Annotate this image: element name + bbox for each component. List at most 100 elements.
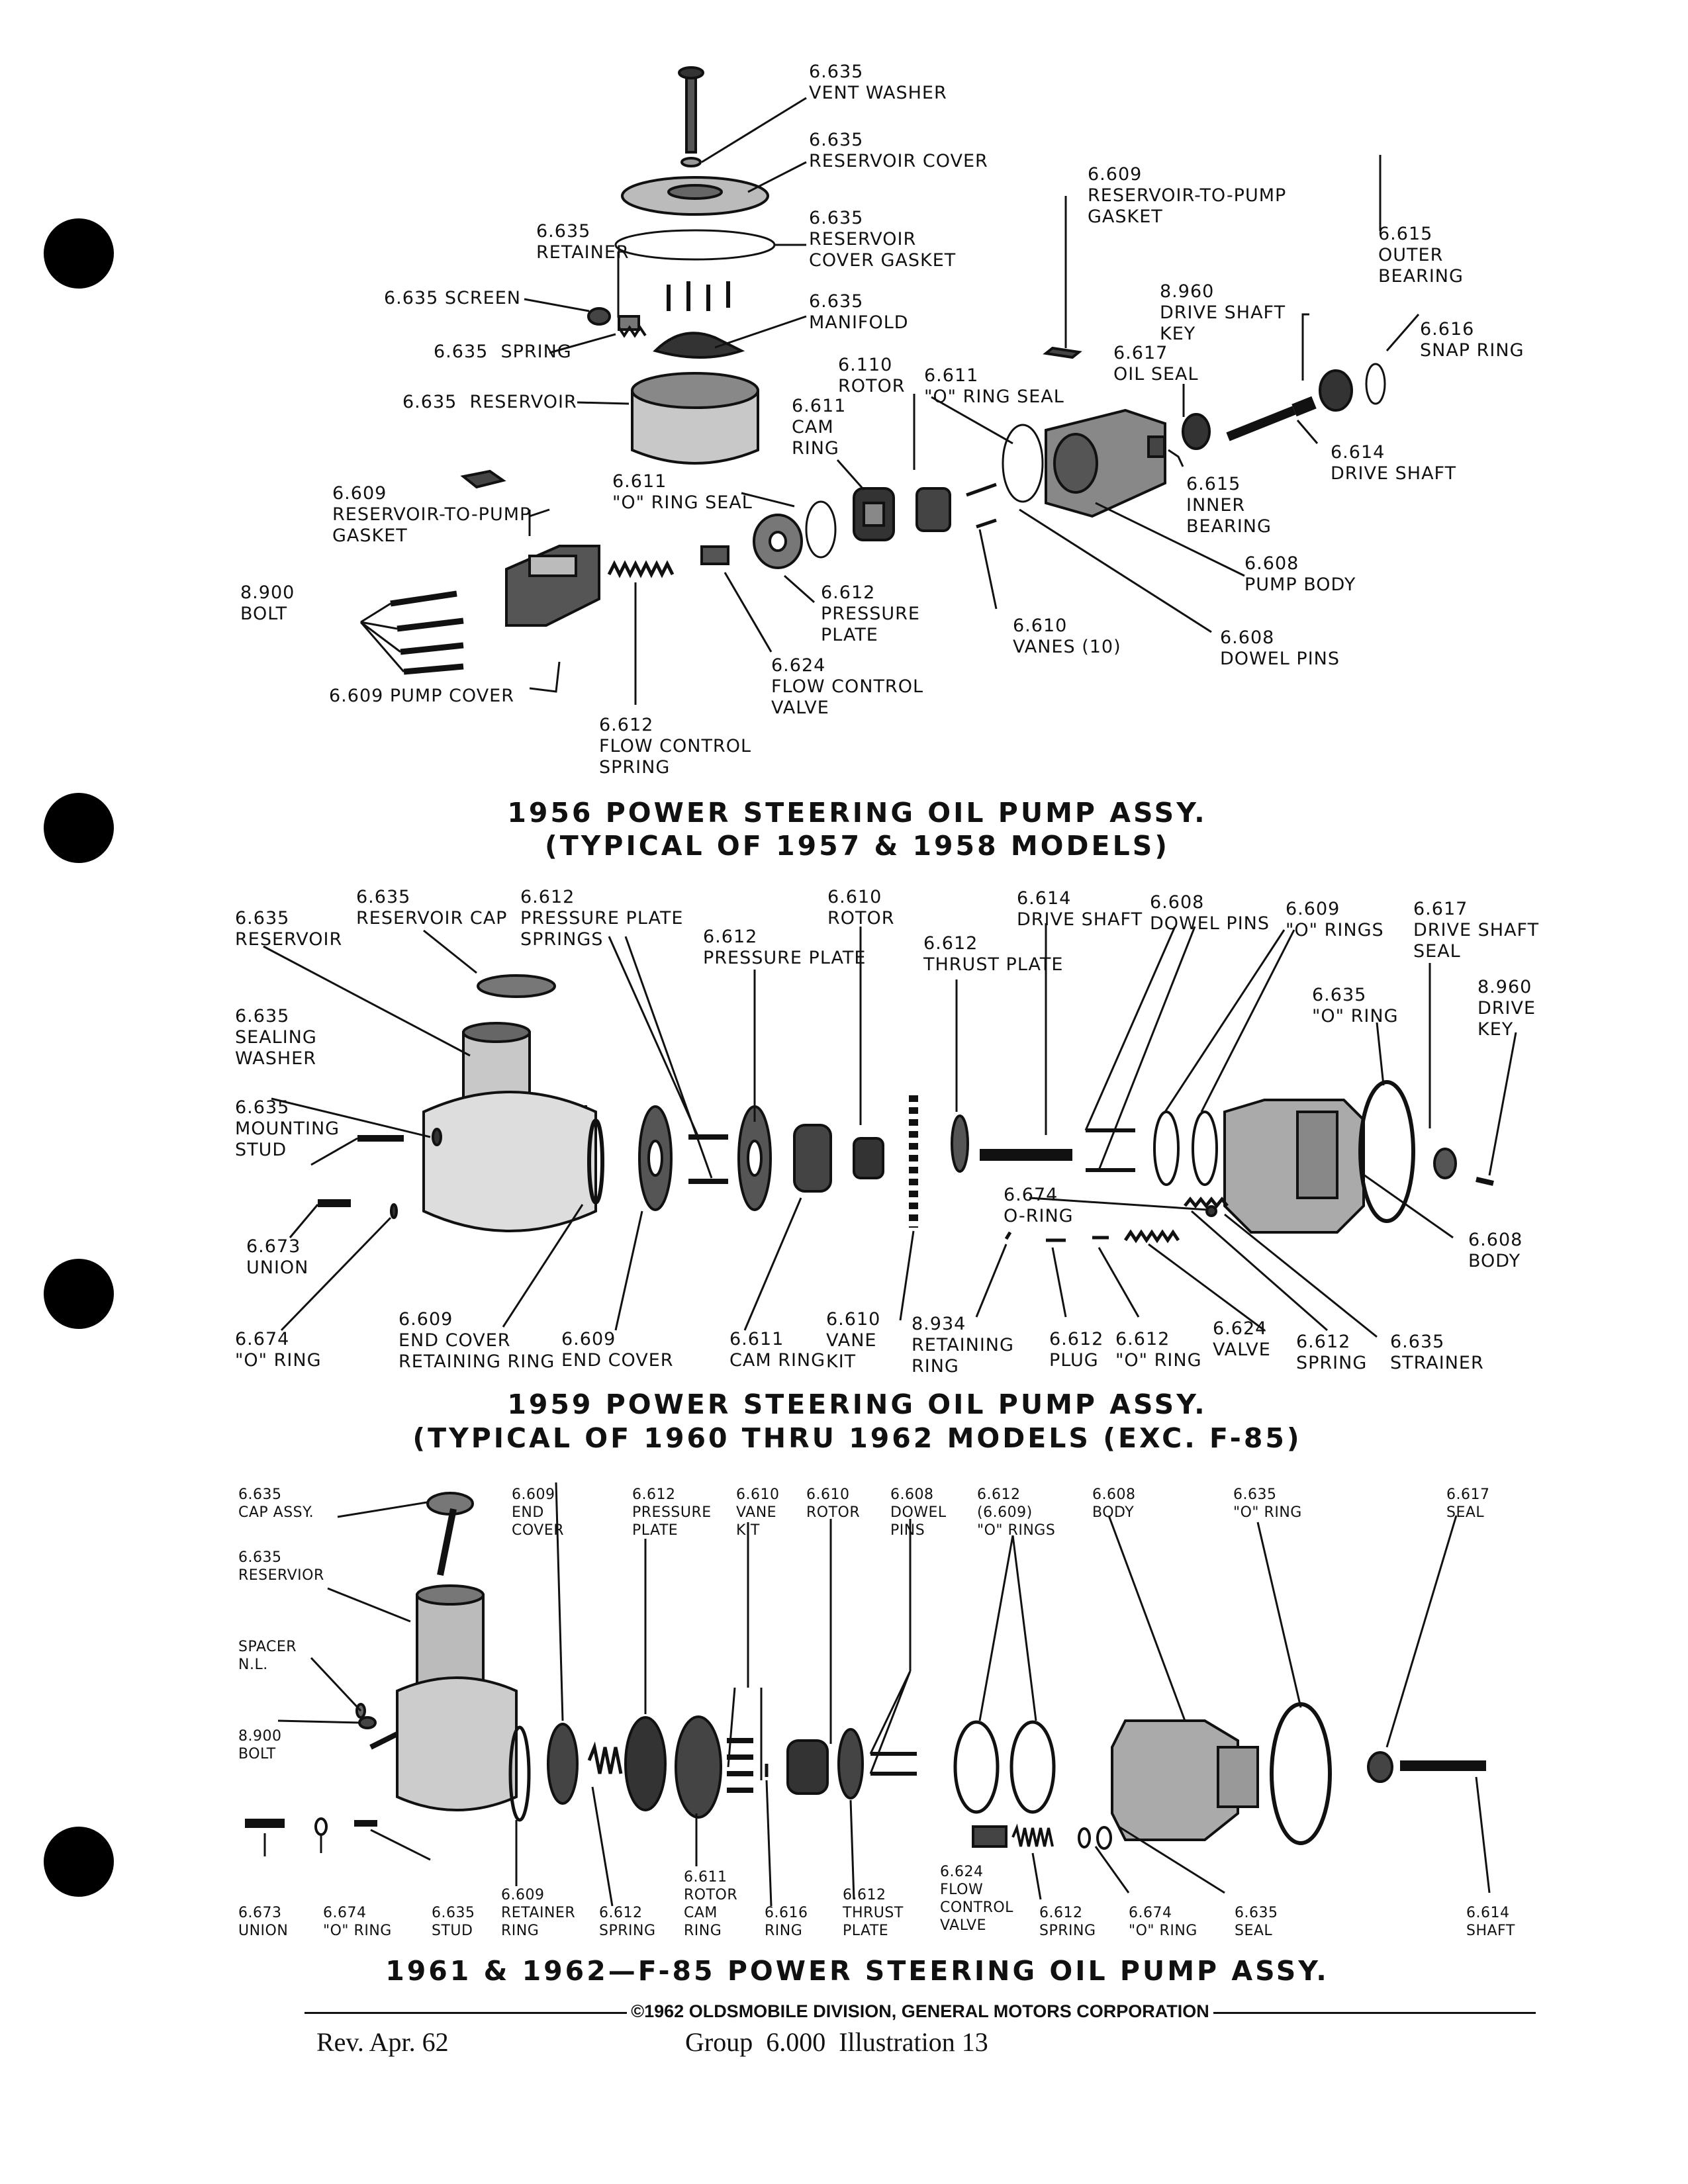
footer-revision: Rev. Apr. 62 bbox=[316, 2027, 449, 2057]
fig2-leaders bbox=[263, 923, 1517, 1338]
label-dowel-pins: 6.608 DOWEL PINS bbox=[890, 1486, 947, 1539]
copyright-line: ©1962 OLDSMOBILE DIVISION, GENERAL MOTOR… bbox=[305, 1999, 1536, 2025]
label-thrust-plate: 6.612 THRUST PLATE bbox=[923, 933, 1064, 975]
fig3-leaders bbox=[263, 1482, 1491, 1907]
label-stud: 6.635 STUD bbox=[432, 1905, 475, 1939]
label-reservoir-cap: 6.635 RESERVOIR CAP bbox=[356, 887, 508, 929]
label-body: 6.608 BODY bbox=[1092, 1486, 1136, 1521]
label-o-ring-612: 6.612 "O" RING bbox=[1115, 1329, 1202, 1371]
label-flow-control-spring: 6.612 FLOW CONTROL SPRING bbox=[599, 715, 751, 778]
label-cam-ring: 6.611 CAM RING bbox=[792, 396, 847, 459]
label-valve: 6.624 VALVE bbox=[1213, 1318, 1271, 1360]
label-o-ring-635: 6.635 "O" RING bbox=[1233, 1486, 1302, 1521]
label-retainer: 6.635 RETAINER bbox=[536, 221, 630, 263]
label-ring-616: 6.616 RING bbox=[765, 1905, 808, 1939]
label-strainer: 6.635 STRAINER bbox=[1390, 1332, 1484, 1373]
label-cap-assy: 6.635 CAP ASSY. bbox=[238, 1486, 314, 1521]
fig1-title-line2: (TYPICAL OF 1957 & 1958 MODELS) bbox=[545, 830, 1170, 862]
label-vane-kit: 6.610 VANE KIT bbox=[736, 1486, 780, 1539]
label-bolt: 8.900 BOLT bbox=[238, 1728, 282, 1762]
label-pump-body: 6.608 PUMP BODY bbox=[1244, 553, 1356, 595]
binder-hole bbox=[44, 793, 114, 863]
label-o-ring-674: 6.674 "O" RING bbox=[235, 1329, 322, 1371]
label-union: 6.673 UNION bbox=[238, 1905, 289, 1939]
label-o-ring-635: 6.635 "O" RING bbox=[1312, 985, 1399, 1026]
label-outer-bearing: 6.615 OUTER BEARING bbox=[1378, 224, 1464, 287]
label-pressure-plate-springs: 6.612 PRESSURE PLATE SPRINGS bbox=[520, 887, 684, 950]
label-spring: 6.635 SPRING bbox=[434, 341, 572, 362]
label-end-cover-retaining-ring: 6.609 END COVER RETAINING RING bbox=[399, 1309, 555, 1372]
label-manifold: 6.635 MANIFOLD bbox=[809, 291, 909, 333]
fig1-parts bbox=[390, 66, 1386, 675]
label-rotor: 6.110 ROTOR bbox=[838, 355, 906, 396]
label-sealing-washer: 6.635 SEALING WASHER bbox=[235, 1006, 317, 1069]
label-oil-seal: 6.617 OIL SEAL bbox=[1113, 343, 1199, 385]
label-reservoir-to-pump-gasket-left: 6.609 RESERVOIR-TO-PUMP GASKET bbox=[332, 483, 532, 546]
label-drive-shaft: 6.614 DRIVE SHAFT bbox=[1331, 442, 1457, 484]
label-reservoir: 6.635 RESERVOIR bbox=[402, 392, 577, 412]
label-shaft: 6.614 SHAFT bbox=[1466, 1905, 1515, 1939]
label-o-ring-674-left: 6.674 "O" RING bbox=[323, 1905, 392, 1939]
binder-hole bbox=[44, 218, 114, 289]
label-body: 6.608 BODY bbox=[1468, 1230, 1523, 1271]
label-seal-635: 6.635 SEAL bbox=[1235, 1905, 1278, 1939]
label-mounting-stud: 6.635 MOUNTING STUD bbox=[235, 1097, 340, 1160]
fig3-parts bbox=[245, 1492, 1486, 1850]
fig1-title-line1: 1956 POWER STEERING OIL PUMP ASSY. bbox=[507, 797, 1207, 829]
label-pressure-plate: 6.612 PRESSURE PLATE bbox=[821, 582, 920, 645]
label-o-rings: 6.612 (6.609) "O" RINGS bbox=[977, 1486, 1056, 1539]
label-drive-key: 8.960 DRIVE KEY bbox=[1477, 977, 1536, 1040]
label-q-ring-seal: 6.611 "Q" RING SEAL bbox=[924, 365, 1064, 407]
label-vent-washer: 6.635 VENT WASHER bbox=[809, 62, 947, 103]
fig1-leaders bbox=[359, 97, 1420, 705]
label-pump-cover: 6.609 PUMP COVER bbox=[329, 686, 515, 706]
label-cam-ring: 6.611 CAM RING bbox=[729, 1329, 826, 1371]
label-thrust-plate: 6.612 THRUST PLATE bbox=[843, 1887, 904, 1939]
label-rotor: 6.610 ROTOR bbox=[806, 1486, 861, 1521]
label-spring-612-right: 6.612 SPRING bbox=[1039, 1905, 1096, 1939]
label-rotor-cam-ring: 6.611 ROTOR CAM RING bbox=[684, 1869, 738, 1939]
label-o-ring-seal: 6.611 "O" RING SEAL bbox=[612, 471, 753, 513]
label-drive-shaft-seal: 6.617 DRIVE SHAFT SEAL bbox=[1413, 899, 1540, 962]
label-snap-ring: 6.616 SNAP RING bbox=[1420, 319, 1524, 361]
label-seal-617: 6.617 SEAL bbox=[1446, 1486, 1490, 1521]
label-union: 6.673 UNION bbox=[246, 1236, 309, 1278]
label-drive-shaft-key: 8.960 DRIVE SHAFT KEY bbox=[1160, 281, 1286, 344]
label-reservoir: 6.635 RESERVIOR bbox=[238, 1549, 324, 1584]
label-vanes: 6.610 VANES (10) bbox=[1013, 615, 1121, 657]
label-end-cover: 6.609 END COVER bbox=[512, 1486, 565, 1539]
label-flow-control-valve: 6.624 FLOW CONTROL VALVE bbox=[771, 655, 923, 718]
binder-hole bbox=[44, 1827, 114, 1897]
label-spring-612-left: 6.612 SPRING bbox=[599, 1905, 656, 1939]
label-pressure-plate: 6.612 PRESSURE PLATE bbox=[703, 927, 867, 968]
label-screen: 6.635 SCREEN bbox=[384, 288, 521, 308]
label-spring: 6.612 SPRING bbox=[1296, 1332, 1368, 1373]
label-bolt: 8.900 BOLT bbox=[240, 582, 295, 624]
label-o-rings: 6.609 "O" RINGS bbox=[1286, 899, 1384, 940]
label-drive-shaft: 6.614 DRIVE SHAFT bbox=[1017, 888, 1143, 930]
label-vane-kit: 6.610 VANE KIT bbox=[826, 1309, 881, 1372]
footer-group: Group 6.000 Illustration 13 bbox=[685, 2027, 988, 2057]
binder-hole bbox=[44, 1259, 114, 1329]
label-dowel-pins: 6.608 DOWEL PINS bbox=[1150, 892, 1270, 934]
label-reservoir-cover: 6.635 RESERVOIR COVER bbox=[809, 130, 988, 171]
label-reservoir: 6.635 RESERVOIR bbox=[235, 908, 343, 950]
copyright-text: ©1962 OLDSMOBILE DIVISION, GENERAL MOTOR… bbox=[627, 2001, 1213, 2021]
label-inner-bearing: 6.615 INNER BEARING bbox=[1186, 474, 1272, 537]
label-o-ring-674-a: 6.674 O-RING bbox=[1004, 1185, 1074, 1226]
fig2-parts bbox=[318, 974, 1494, 1244]
label-dowel-pins: 6.608 DOWEL PINS bbox=[1220, 627, 1340, 669]
fig3-title: 1961 & 1962—F-85 POWER STEERING OIL PUMP… bbox=[385, 1955, 1329, 1987]
label-plug: 6.612 PLUG bbox=[1049, 1329, 1104, 1371]
label-retaining-ring: 8.934 RETAINING RING bbox=[912, 1314, 1014, 1377]
label-reservoir-cover-gasket: 6.635 RESERVOIR COVER GASKET bbox=[809, 208, 957, 271]
label-reservoir-to-pump-gasket-top: 6.609 RESERVOIR-TO-PUMP GASKET bbox=[1088, 164, 1287, 227]
label-retainer-ring: 6.609 RETAINER RING bbox=[501, 1887, 576, 1939]
fig2-title-line1: 1959 POWER STEERING OIL PUMP ASSY. bbox=[507, 1388, 1207, 1420]
label-spacer: SPACER N.L. bbox=[238, 1639, 297, 1673]
label-pressure-plate: 6.612 PRESSURE PLATE bbox=[632, 1486, 712, 1539]
label-flow-control-valve: 6.624 FLOW CONTROL VALVE bbox=[940, 1864, 1013, 1934]
label-end-cover: 6.609 END COVER bbox=[561, 1329, 674, 1371]
fig2-title-line2: (TYPICAL OF 1960 THRU 1962 MODELS (EXC. … bbox=[412, 1422, 1302, 1454]
